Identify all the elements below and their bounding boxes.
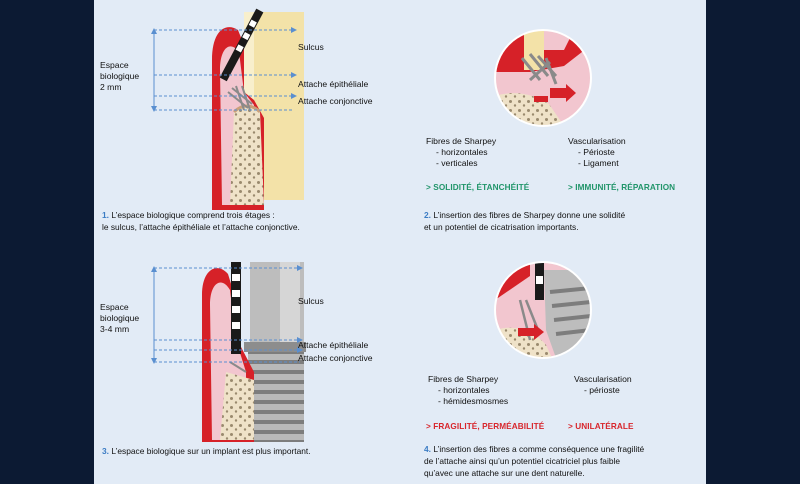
infographic-panel: Espace biologique 2 mm Sulcus Attache ép…: [94, 0, 706, 484]
result-right-2: > IMMUNITÉ, RÉPARATION: [568, 183, 676, 192]
fibres-block-4: Fibres de Sharpey - horizontales - hémid…: [428, 374, 509, 406]
result-left-2: > SOLIDITÉ, ÉTANCHÉITÉ: [426, 183, 530, 192]
fibres-block-2: Fibres de Sharpey - horizontales - verti…: [426, 136, 497, 168]
label-sulcus-3: Sulcus: [298, 296, 324, 306]
space-label-3: Espace biologique 3-4 mm: [100, 302, 140, 334]
result-right-4: > UNILATÉRALE: [568, 422, 634, 431]
sharpey-detail-implant: [495, 262, 591, 358]
vasc-block-2: Vascularisation - Périoste - Ligament: [568, 136, 626, 168]
measure-guides-3: [153, 267, 300, 363]
label-sulcus-1: Sulcus: [298, 42, 324, 52]
label-attache-conj-3: Attache conjonctive: [298, 353, 373, 363]
caption-number-4: 4.: [424, 444, 431, 454]
measure-guides-1: [153, 29, 294, 111]
caption-number-3: 3.: [102, 446, 109, 456]
space-label-1: Espace biologique 2 mm: [100, 60, 140, 92]
result-left-4: > FRAGILITÉ, PERMÉABILITÉ: [426, 422, 545, 431]
caption-4: 4. L’insertion des fibres a comme conséq…: [424, 444, 645, 478]
label-attache-conj-1: Attache conjonctive: [298, 96, 373, 106]
caption-1: 1. L’espace biologique comprend trois ét…: [102, 210, 300, 232]
caption-2: 2. L’insertion des fibres de Sharpey don…: [424, 210, 626, 232]
guide-arrows-1: [151, 27, 297, 112]
vasc-block-4: Vascularisation - périoste: [574, 374, 632, 395]
illustrations: [151, 8, 592, 442]
caption-number-1: 1.: [102, 210, 109, 220]
guide-arrows-3: [151, 265, 303, 364]
implant-illustration: [202, 262, 306, 442]
natural-tooth-illustration: [212, 8, 304, 211]
label-attache-epi-3: Attache épithéliale: [298, 340, 369, 350]
label-attache-epi-1: Attache épithéliale: [298, 79, 369, 89]
caption-number-2: 2.: [424, 210, 431, 220]
caption-3: 3. L’espace biologique sur un implant es…: [102, 446, 311, 456]
